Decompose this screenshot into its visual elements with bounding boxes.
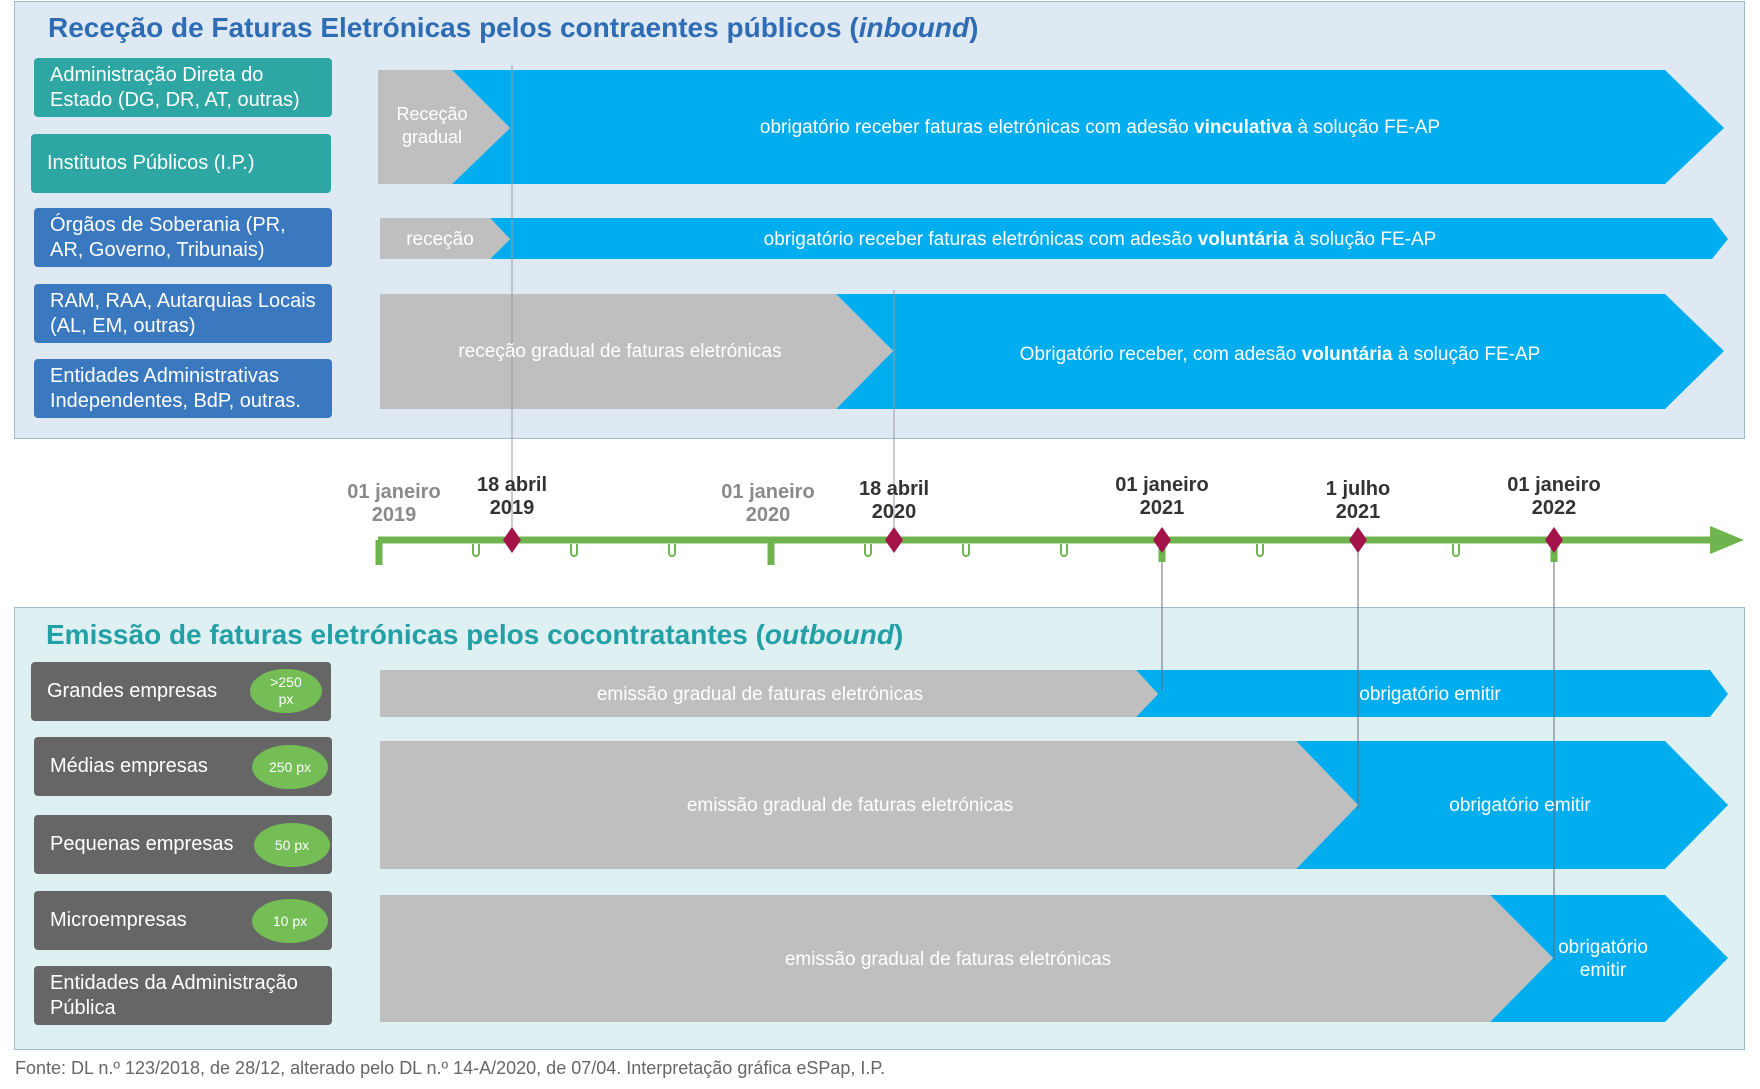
inbound-row3-blue-arrow [836, 294, 1724, 409]
inbound-label-entidades-administrativas: Entidades Administrativas Independentes,… [34, 359, 332, 418]
inbound-row3-grey-arrow [380, 294, 893, 409]
inbound-label-institutos-publicos: Institutos Públicos (I.P.) [31, 134, 331, 193]
inbound-title-em: inbound [858, 12, 970, 43]
inbound-row3-blue-text: Obrigatório receber, com adesão voluntár… [1019, 343, 1541, 365]
milestone-marker-jan-2021 [1153, 527, 1171, 553]
inbound-label-administracao-direta: Administração Direta do Estado (DG, DR, … [34, 58, 332, 117]
source-note: Fonte: DL n.º 123/2018, de 28/12, altera… [15, 1058, 886, 1078]
timeline-arrowhead [1710, 526, 1744, 554]
outbound-title-em: outbound [764, 619, 894, 650]
pill-microempresas: 10 px [252, 899, 328, 943]
outbound-row3-blue-text: obrigatório emitir [1558, 937, 1648, 981]
pill-medias-empresas: 250 px [252, 745, 328, 789]
inbound-row2-blue-text: obrigatório receber faturas eletrónicas … [763, 228, 1437, 250]
pill-grandes-empresas: >250 px [250, 669, 322, 713]
pill-pequenas-empresas: 50 px [254, 823, 330, 867]
outbound-title: Emissão de faturas eletrónicas pelos coc… [46, 619, 904, 650]
outbound-row2-grey-text: emissão gradual de faturas eletrónicas [686, 794, 1014, 816]
inbound-label-orgaos-soberania: Órgãos de Soberania (PR, AR, Governo, Tr… [34, 208, 332, 267]
milestone-marker-apr-2020 [885, 527, 903, 553]
milestone-marker-jul-2021 [1349, 527, 1367, 553]
inbound-row3-grey-text: receção gradual de faturas eletrónicas [458, 340, 782, 362]
outbound-row1-grey-arrow [380, 670, 1158, 717]
outbound-row2-blue-arrow [1296, 741, 1728, 869]
outbound-row3-grey-text: emissão gradual de faturas eletrónicas [784, 948, 1112, 970]
outbound-row2-grey-arrow [380, 741, 1358, 869]
milestone-marker-jan-2022 [1545, 527, 1563, 553]
inbound-row2-blue-arrow [490, 218, 1728, 259]
inbound-row2-grey-arrow [380, 218, 510, 259]
inbound-title: Receção de Faturas Eletrónicas pelos con… [48, 12, 979, 43]
outbound-row1-blue-arrow [1136, 670, 1728, 717]
inbound-row1-grey-arrow [378, 70, 510, 184]
milestone-marker-apr-2019 [503, 527, 521, 553]
outbound-row1-grey-text: emissão gradual de faturas eletrónicas [596, 683, 924, 705]
inbound-label-ram-raa-autarquias: RAM, RAA, Autarquias Locais (AL, EM, out… [34, 284, 332, 343]
outbound-row3-blue-arrow [1490, 895, 1728, 1022]
inbound-row1-blue-text: obrigatório receber faturas eletrónicas … [759, 116, 1441, 138]
timeline-minor-ticks [472, 544, 1460, 557]
outbound-row2-blue-text: obrigatório emitir [1449, 794, 1591, 816]
inbound-row1-grey-text: Receção gradual [396, 104, 468, 147]
outbound-row1-blue-text: obrigatório emitir [1359, 683, 1501, 705]
outbound-label-entidades-administracao-publica: Entidades da Administração Pública [34, 966, 332, 1025]
inbound-row1-blue-arrow [452, 70, 1724, 184]
inbound-row2-grey-text: receção [406, 228, 474, 250]
outbound-row3-grey-arrow [380, 895, 1553, 1022]
